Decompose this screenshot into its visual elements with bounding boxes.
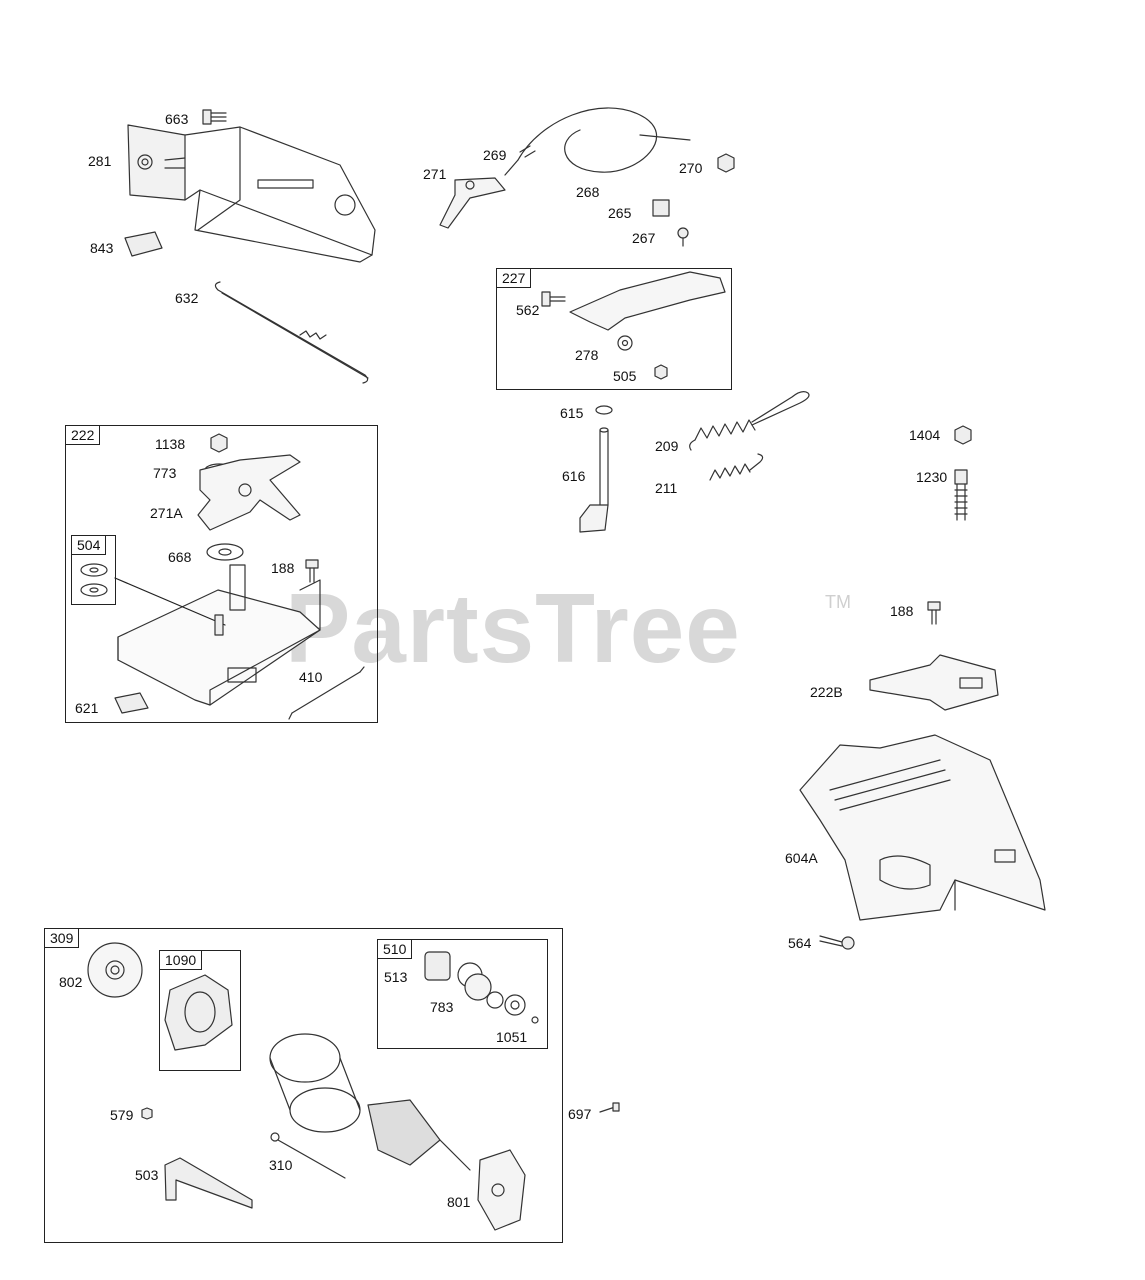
- part-268-cable-drawing: [505, 108, 690, 175]
- part-211-spring-drawing: [710, 454, 763, 480]
- part-663-bolt-drawing: [203, 110, 226, 124]
- part-label-802[interactable]: 802: [59, 974, 83, 990]
- part-271A-plate-drawing: [198, 455, 300, 530]
- part-label-211[interactable]: 211: [655, 480, 678, 496]
- part-label-616[interactable]: 616: [562, 468, 586, 484]
- group-box-510: 510: [377, 939, 548, 1049]
- part-label-513[interactable]: 513: [384, 969, 408, 985]
- part-label-1138[interactable]: 1138: [155, 436, 186, 452]
- part-label-579[interactable]: 579: [110, 1107, 134, 1123]
- part-265-clip-drawing: [653, 200, 669, 216]
- watermark-text: PartsTree: [285, 573, 741, 683]
- part-label-271A[interactable]: 271A: [150, 505, 183, 521]
- part-label-615[interactable]: 615: [560, 405, 584, 421]
- part-270-nut-drawing: [718, 154, 734, 172]
- part-188-bolt-drawing: [306, 560, 318, 582]
- part-label-801[interactable]: 801: [447, 1194, 471, 1210]
- part-label-265[interactable]: 265: [608, 205, 632, 221]
- part-label-278[interactable]: 278: [575, 347, 599, 363]
- part-label-621[interactable]: 621: [75, 700, 99, 716]
- part-label-188b[interactable]: 188: [890, 603, 914, 619]
- part-616-shaft-drawing: [580, 406, 612, 532]
- part-label-268[interactable]: 268: [576, 184, 600, 200]
- part-label-310[interactable]: 310: [269, 1157, 293, 1173]
- part-label-564[interactable]: 564: [788, 935, 812, 951]
- part-label-773[interactable]: 773: [153, 465, 177, 481]
- part-label-1404[interactable]: 1404: [909, 427, 941, 443]
- part-503-bracket-drawing: [165, 1158, 252, 1208]
- part-621-clip-drawing: [115, 693, 148, 713]
- part-label-1051[interactable]: 1051: [496, 1029, 528, 1045]
- part-281-bracket-drawing: [128, 125, 375, 262]
- group-tag-510[interactable]: 510: [378, 940, 413, 959]
- part-310-through-bolt-drawing: [271, 1133, 345, 1178]
- group-tag-309[interactable]: 309: [45, 929, 80, 948]
- group-box-227: 227: [496, 268, 732, 390]
- part-label-188[interactable]: 188: [271, 560, 295, 576]
- part-801-endcap-drawing: [478, 1150, 525, 1230]
- part-label-632[interactable]: 632: [175, 290, 199, 306]
- part-label-209[interactable]: 209: [655, 438, 679, 454]
- part-frame-housing-drawing: [270, 1034, 360, 1132]
- part-label-505[interactable]: 505: [613, 368, 637, 384]
- part-label-222B[interactable]: 222B: [810, 684, 843, 700]
- group-box-309: 309: [44, 928, 563, 1243]
- group-box-1090: 1090: [159, 950, 241, 1071]
- part-label-1230[interactable]: 1230: [916, 469, 948, 485]
- part-271-lever-drawing: [440, 178, 505, 228]
- part-802-endplate-drawing: [88, 943, 142, 997]
- part-label-562[interactable]: 562: [516, 302, 540, 318]
- part-222B-bracket-drawing: [870, 655, 998, 710]
- part-label-271[interactable]: 271: [423, 166, 447, 182]
- part-227-assembly-drawing: [542, 272, 725, 379]
- part-564-screw-drawing: [820, 936, 854, 949]
- trademark-mark: TM: [825, 592, 851, 612]
- part-label-843[interactable]: 843: [90, 240, 114, 256]
- group-box-504: 504: [71, 535, 116, 605]
- part-843-clip-drawing: [125, 232, 162, 256]
- part-label-783[interactable]: 783: [430, 999, 454, 1015]
- part-label-663[interactable]: 663: [165, 111, 189, 127]
- group-box-222: 222: [65, 425, 378, 723]
- part-697-bolt-drawing: [600, 1103, 619, 1112]
- part-label-668[interactable]: 668: [168, 549, 192, 565]
- part-label-281[interactable]: 281: [88, 153, 112, 169]
- group-tag-504[interactable]: 504: [72, 536, 107, 555]
- part-label-267[interactable]: 267: [632, 230, 656, 246]
- part-label-503[interactable]: 503: [135, 1167, 159, 1183]
- part-armature-drawing: [368, 1100, 470, 1170]
- part-label-270[interactable]: 270: [679, 160, 703, 176]
- part-209-spring-drawing: [690, 392, 809, 450]
- part-267-screw-drawing: [678, 228, 688, 246]
- part-label-604A[interactable]: 604A: [785, 850, 818, 866]
- part-410-rod-drawing: [289, 667, 364, 719]
- part-783-pinion-drawing: [465, 974, 503, 1008]
- part-222-bracket-drawing: [115, 565, 320, 705]
- part-188b-bolt-drawing: [928, 602, 940, 624]
- part-label-697[interactable]: 697: [568, 1106, 592, 1122]
- part-1051-retainer-drawing: [505, 995, 538, 1023]
- part-1230-stud-drawing: [955, 470, 967, 520]
- part-1138-nut-drawing: [211, 434, 227, 452]
- group-tag-227[interactable]: 227: [497, 269, 532, 288]
- part-label-410[interactable]: 410: [299, 669, 323, 685]
- part-label-269[interactable]: 269: [483, 147, 507, 163]
- part-668-gear-drawing: [207, 544, 243, 560]
- part-1404-nut-drawing: [955, 426, 971, 444]
- part-1090-brush-holder-drawing: [165, 975, 232, 1050]
- group-tag-222[interactable]: 222: [66, 426, 101, 445]
- part-632-rod-drawing: [215, 282, 368, 383]
- part-504-washers-drawing: [81, 564, 107, 596]
- part-579-nut-drawing: [142, 1108, 152, 1119]
- part-604A-shroud-drawing: [800, 735, 1045, 920]
- group-tag-1090[interactable]: 1090: [160, 951, 203, 970]
